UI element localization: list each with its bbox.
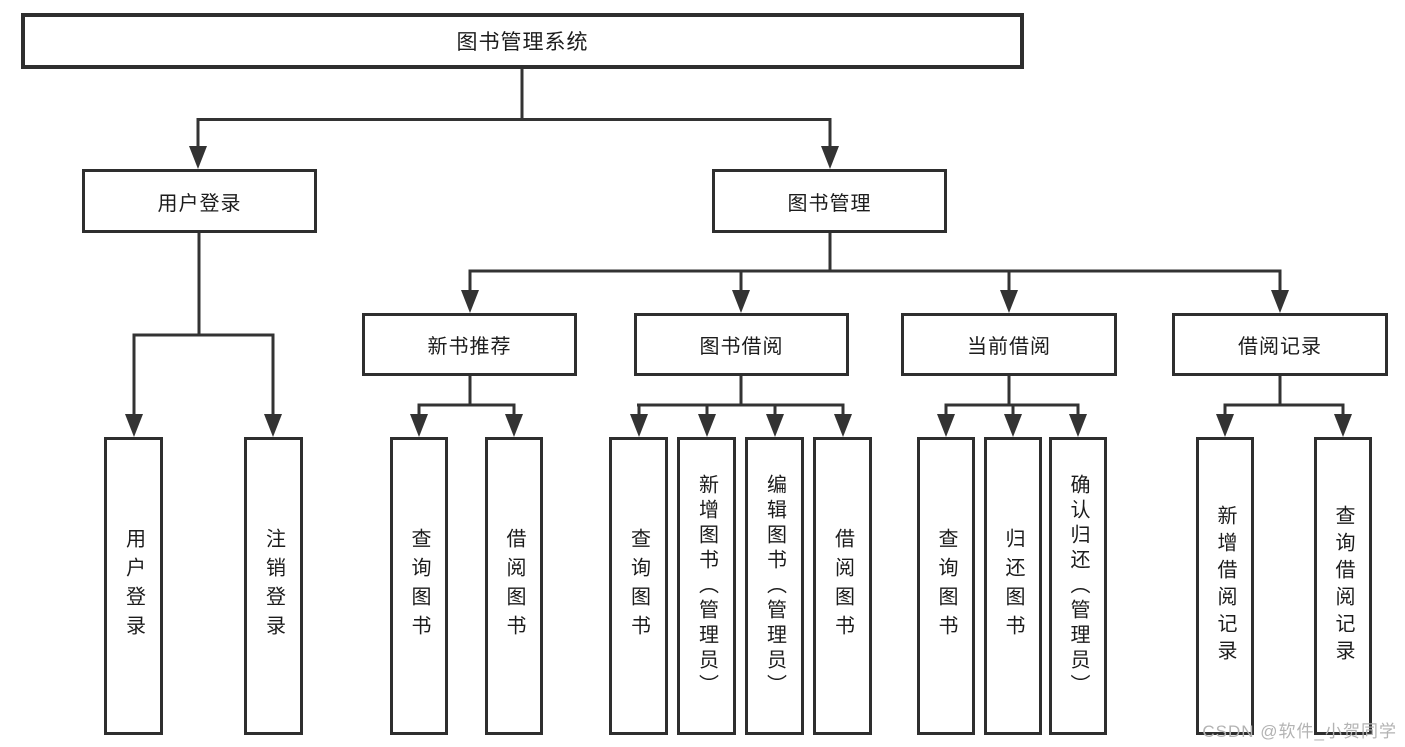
leaf-query-borrow-record: 查询借阅记录 [1314,437,1372,735]
leaf-query-books-current: 查询图书 [917,437,975,735]
leaf-borrow-books-recommend: 借阅图书 [485,437,543,735]
arrowheads [125,146,1352,437]
node-book-borrow: 图书借阅 [634,313,849,376]
leaf-edit-books-admin: 编辑图书（管理员） [745,437,804,735]
leaf-add-borrow-record: 新增借阅记录 [1196,437,1254,735]
node-user-login-module: 用户登录 [82,169,317,233]
leaf-add-books-admin: 新增图书（管理员） [677,437,736,735]
leaf-query-books-borrow: 查询图书 [609,437,668,735]
node-new-book-recommend: 新书推荐 [362,313,577,376]
node-borrow-record: 借阅记录 [1172,313,1388,376]
leaf-query-books-recommend: 查询图书 [390,437,448,735]
node-system-root: 图书管理系统 [21,13,1024,69]
leaf-borrow-books: 借阅图书 [813,437,872,735]
csdn-watermark: CSDN @软件_小贺同学 [1202,722,1397,741]
leaf-user-login: 用户登录 [104,437,163,735]
leaf-logout: 注销登录 [244,437,303,735]
node-book-management-module: 图书管理 [712,169,947,233]
leaf-return-books: 归还图书 [984,437,1042,735]
leaf-confirm-return-admin: 确认归还（管理员） [1049,437,1107,735]
node-current-borrow: 当前借阅 [901,313,1117,376]
